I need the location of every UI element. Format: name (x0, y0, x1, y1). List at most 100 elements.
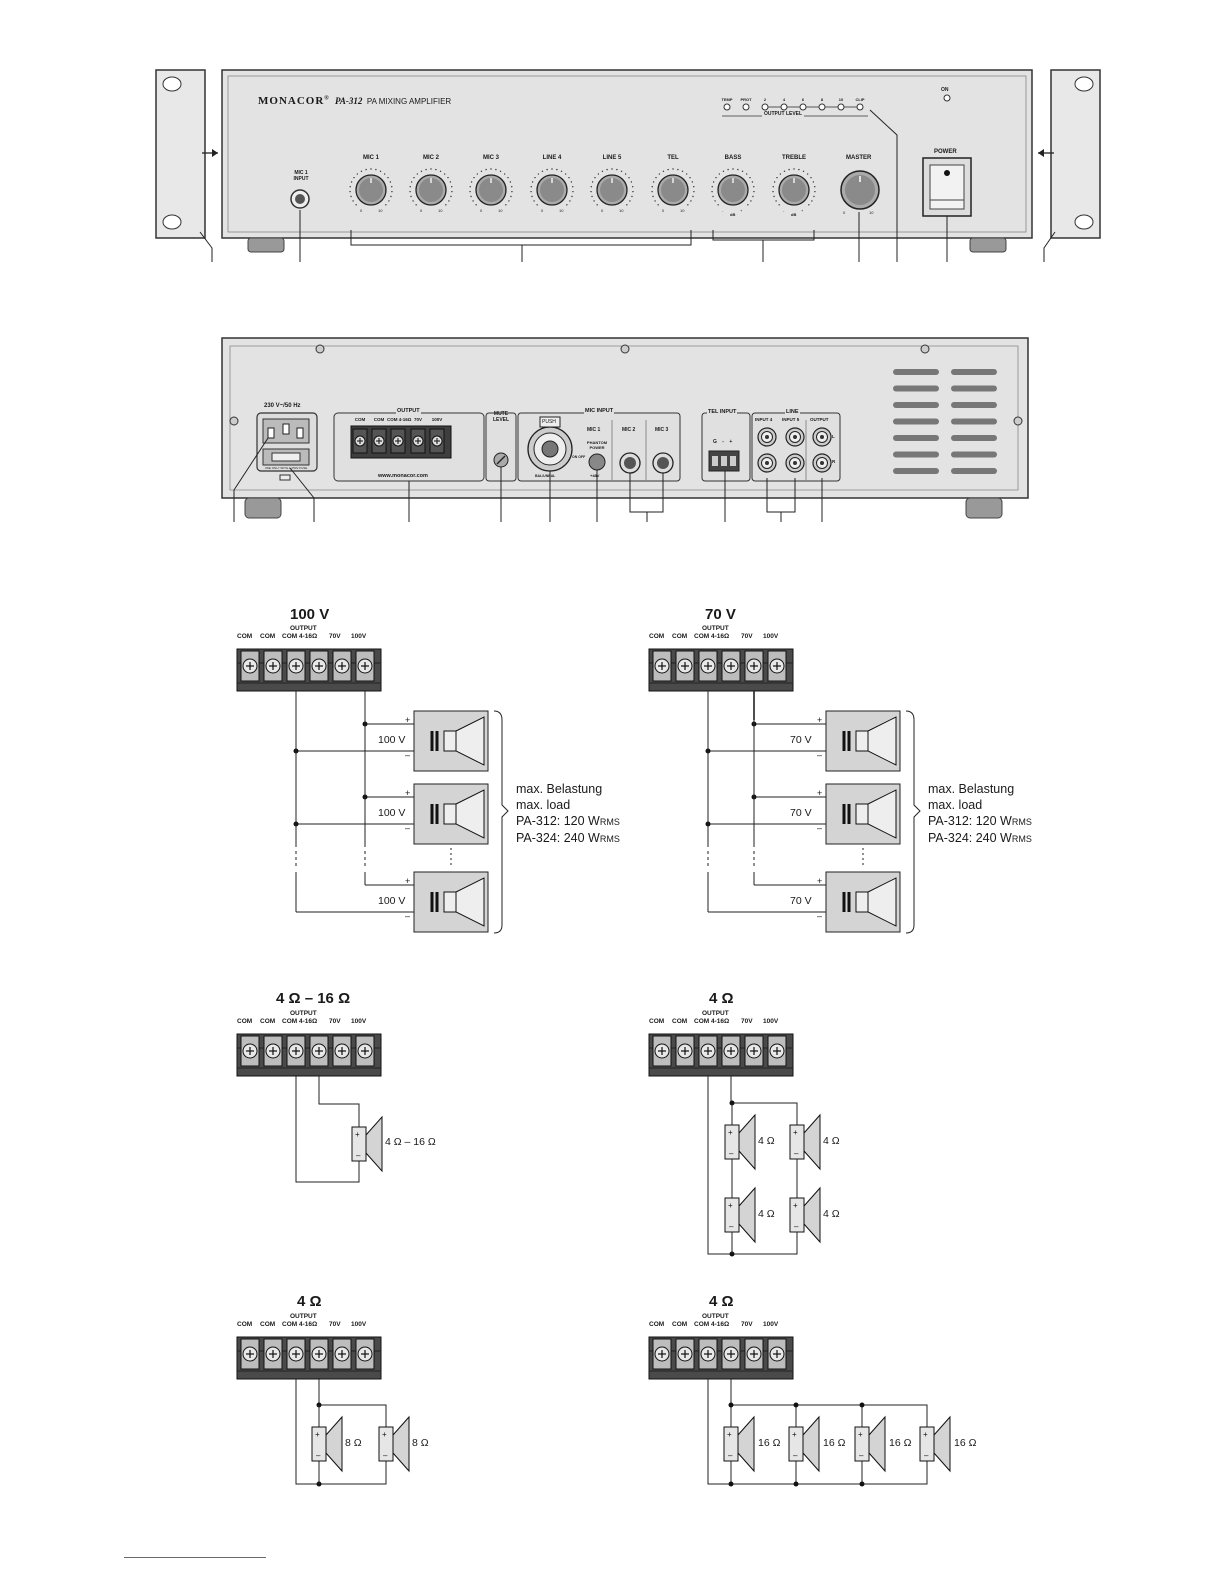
load-note-pa312: PA-312: 120 WRMS (516, 813, 620, 830)
svg-text:–: – (794, 1149, 799, 1158)
terminal-label: COM (260, 1321, 276, 1328)
output-label: OUTPUT (290, 625, 317, 632)
rear-mic1-label: MIC 1 (587, 427, 601, 433)
speaker-icon: +– (724, 1113, 756, 1171)
speaker-impedance-label: 4 Ω (823, 1208, 840, 1220)
load-note-100v: max. Belastung max. load PA-312: 120 WRM… (516, 781, 620, 847)
master-knob[interactable] (840, 170, 880, 210)
terminal-label: COM (649, 1018, 665, 1025)
speaker-impedance-label: 16 Ω (889, 1437, 912, 1449)
plus-sign: + (405, 876, 411, 886)
rear-mic3-label: MIC 3 (655, 427, 669, 433)
knob-mic-2[interactable] (409, 168, 453, 206)
push-label: PUSH (542, 419, 556, 425)
speaker-impedance-label: 16 Ω (823, 1437, 846, 1449)
speaker-impedance-label: 16 Ω (758, 1437, 781, 1449)
speaker-impedance-label: 8 Ω (345, 1437, 362, 1449)
knob-label: MIC 1 (362, 155, 379, 161)
speaker-voltage-label: 100 V (378, 895, 406, 907)
svg-text:+: + (923, 1430, 928, 1439)
model-number: PA-312 (335, 96, 363, 106)
knob-line-5[interactable] (590, 168, 634, 206)
pa324-value: PA-324: 240 W (928, 831, 1012, 845)
knob-mic-1[interactable] (349, 168, 393, 206)
plus-sign: + (405, 788, 411, 798)
led-2 (761, 103, 769, 111)
minus-sign: – (817, 823, 823, 833)
phantom-48v-label: +48V (590, 473, 600, 478)
rear-mic2-label: MIC 2 (622, 427, 636, 433)
speaker-icon: +– (351, 1115, 383, 1173)
speaker-impedance-label: 4 Ω – 16 Ω (385, 1136, 436, 1148)
svg-text:+: + (793, 1201, 798, 1210)
led-label: TEMP (721, 97, 733, 102)
knob-mic-3[interactable] (469, 168, 513, 206)
knob-line-4[interactable] (530, 168, 574, 206)
svg-text:–: – (729, 1149, 734, 1158)
diagram-4-16-title: 4 Ω – 16 Ω (276, 990, 351, 1007)
rms-unit: RMS (599, 834, 620, 844)
speaker-icon (413, 783, 489, 845)
speaker-icon: +– (724, 1186, 756, 1244)
phantom-label: PHANTOM POWER (586, 440, 608, 450)
terminal-block (648, 1336, 794, 1380)
terminal-label: 100V (763, 1321, 779, 1328)
rear-terminal-label: COM (373, 417, 385, 422)
knob-max: + (740, 208, 743, 213)
load-note-line2: max. load (516, 798, 571, 812)
terminal-label: COM 4-16Ω (282, 1321, 318, 1328)
rear-terminal-label: 70V (413, 417, 422, 422)
website: www.monacor.com (378, 473, 428, 479)
l-label: L (832, 434, 835, 439)
pa324-value: PA-324: 240 W (516, 831, 600, 845)
power-switch[interactable] (922, 157, 972, 217)
line-label: LINE (785, 409, 800, 415)
right-rack-ear (1038, 69, 1101, 239)
knob-treble[interactable] (772, 168, 816, 206)
rear-terminal-label: COM 4-16Ω (387, 417, 412, 422)
speaker-icon: +– (789, 1113, 821, 1171)
rms-unit: RMS (1011, 834, 1032, 844)
terminal-block (236, 1033, 382, 1077)
mains-socket[interactable] (256, 412, 318, 481)
output-level-label: OUTPUT LEVEL (762, 111, 805, 117)
knob-bass[interactable] (711, 168, 755, 206)
knob-max: + (801, 208, 804, 213)
tel-input-label: TEL INPUT (707, 409, 738, 415)
terminal-label: 70V (329, 1321, 341, 1328)
front-knobs (349, 168, 816, 206)
plus-sign: + (817, 788, 823, 798)
diagram-4c-title: 4 Ω (709, 1293, 734, 1310)
plus-sign: + (817, 876, 823, 886)
led-label: CLIP (855, 97, 865, 102)
registered-mark: ® (324, 95, 330, 102)
speaker-icon: +– (378, 1415, 410, 1473)
rear-terminal-label: 100V (431, 417, 443, 422)
r-label: R (832, 459, 836, 464)
led-label: 4 (782, 97, 786, 102)
footer-rule (124, 1557, 266, 1558)
speaker-icon: +– (919, 1415, 951, 1473)
line-rca-jacks[interactable] (757, 427, 832, 473)
terminal-label: 70V (741, 1018, 753, 1025)
ventilation-slots (893, 369, 997, 474)
knob-tel[interactable] (651, 168, 695, 206)
mic1-xlr-jack[interactable] (527, 416, 573, 472)
plus-sign: + (817, 715, 823, 725)
svg-text:–: – (728, 1451, 733, 1460)
load-note-pa324: PA-324: 240 WRMS (516, 830, 620, 847)
knob-min: 0 (480, 208, 483, 213)
led-4 (780, 103, 788, 111)
terminal-label: COM (237, 1018, 253, 1025)
load-note-pa312: PA-312: 120 WRMS (928, 813, 1032, 830)
svg-text:–: – (729, 1222, 734, 1231)
rear-output-terminals[interactable] (350, 425, 452, 459)
terminal-label: COM (237, 633, 253, 640)
mic1-input-label: MIC 1 INPUT (293, 170, 309, 182)
knob-unit: dB (730, 212, 736, 217)
knob-unit: dB (791, 212, 797, 217)
knob-min: - (783, 208, 785, 213)
svg-text:–: – (383, 1451, 388, 1460)
rms-unit: RMS (1011, 817, 1032, 827)
terminal-block (236, 1336, 382, 1380)
